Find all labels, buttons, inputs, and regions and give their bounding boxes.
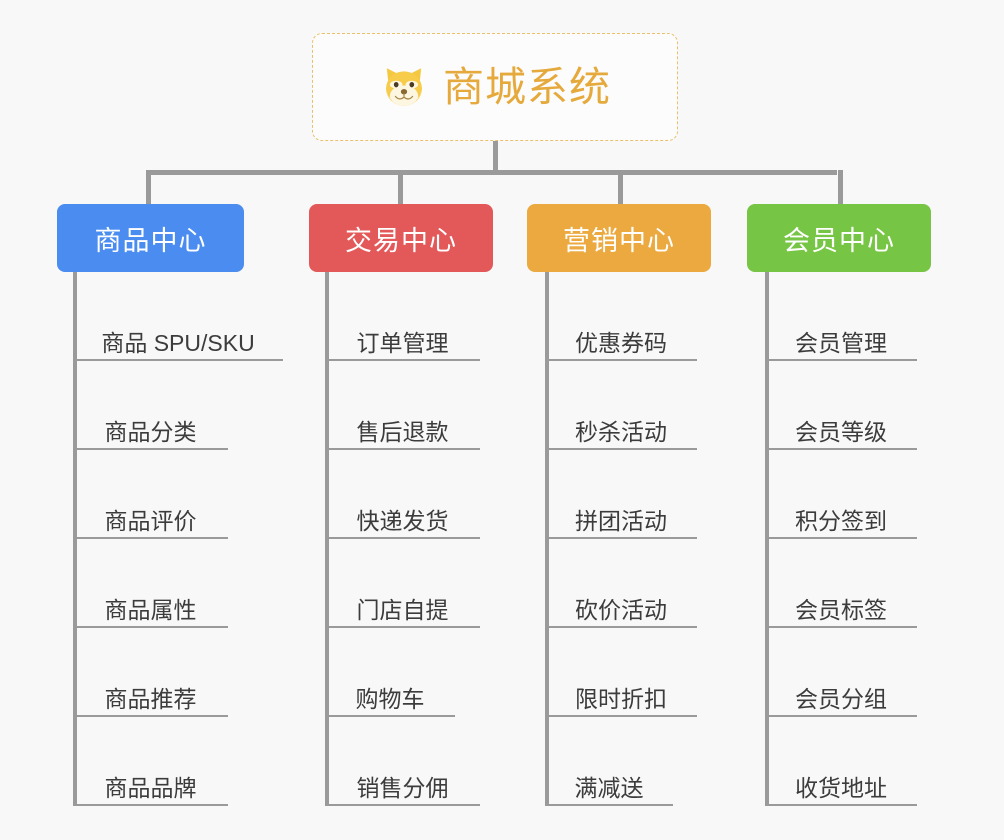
column-trunk-line (73, 272, 77, 806)
leaf-item[interactable]: 订单管理 (325, 272, 480, 361)
root-title: 商城系统 (443, 63, 611, 110)
leaf-item[interactable]: 会员等级 (765, 361, 917, 450)
column-trunk-line (765, 272, 769, 806)
branch-drop-line (398, 170, 403, 204)
leaf-item[interactable]: 秒杀活动 (545, 361, 697, 450)
category-label: 交易中心 (345, 225, 457, 256)
leaf-item[interactable]: 满减送 (545, 717, 673, 806)
branch-drop-line (838, 170, 843, 204)
category-box[interactable]: 会员中心 (747, 204, 931, 272)
leaf-item[interactable]: 商品品牌 (73, 717, 228, 806)
leaf-item[interactable]: 商品推荐 (73, 628, 228, 717)
leaf-item-label: 秒杀活动 (575, 418, 667, 445)
root-node[interactable]: 商城系统 (312, 33, 678, 141)
leaf-item[interactable]: 会员分组 (765, 628, 917, 717)
leaf-item[interactable]: 限时折扣 (545, 628, 697, 717)
leaf-item[interactable]: 会员管理 (765, 272, 917, 361)
leaf-item[interactable]: 商品评价 (73, 450, 228, 539)
leaf-item-label: 购物车 (355, 685, 425, 712)
leaf-item[interactable]: 收货地址 (765, 717, 917, 806)
leaf-item-label: 积分签到 (795, 507, 887, 534)
column-trunk-line (545, 272, 549, 806)
leaf-item[interactable]: 商品属性 (73, 539, 228, 628)
leaf-item-label: 门店自提 (356, 596, 449, 623)
leaf-item-label: 商品评价 (104, 507, 197, 534)
shiba-dog-face-icon (386, 68, 422, 106)
category-label: 会员中心 (783, 225, 895, 256)
leaf-item[interactable]: 积分签到 (765, 450, 917, 539)
leaf-item-label: 会员标签 (795, 596, 887, 623)
category-box[interactable]: 交易中心 (309, 204, 493, 272)
leaf-item[interactable]: 商品分类 (73, 361, 228, 450)
leaf-item-label: 砍价活动 (575, 596, 667, 623)
leaf-item-label: 会员管理 (795, 329, 887, 356)
leaf-item[interactable]: 快递发货 (325, 450, 480, 539)
leaf-item-label: 商品 SPU/SKU (101, 329, 255, 356)
branch-bus-line (149, 170, 837, 175)
leaf-item[interactable]: 购物车 (325, 628, 455, 717)
category-label: 营销中心 (563, 225, 675, 256)
leaf-item-label: 商品分类 (104, 418, 197, 445)
root-stem-line (493, 141, 498, 172)
leaf-item-label: 售后退款 (356, 418, 449, 445)
column-trunk-line (325, 272, 329, 806)
leaf-item-label: 会员等级 (795, 418, 887, 445)
category-label: 商品中心 (94, 225, 207, 256)
leaf-item[interactable]: 商品 SPU/SKU (73, 272, 283, 361)
leaf-item-label: 满减送 (574, 774, 644, 801)
leaf-item-label: 商品推荐 (104, 685, 197, 712)
branch-drop-line (146, 170, 151, 204)
leaf-item-label: 优惠券码 (575, 329, 667, 356)
leaf-item-label: 会员分组 (795, 685, 887, 712)
leaf-item-label: 商品品牌 (104, 774, 197, 801)
leaf-item-label: 拼团活动 (575, 507, 667, 534)
leaf-column: 订单管理售后退款快递发货门店自提购物车销售分佣 (325, 272, 585, 806)
leaf-item[interactable]: 砍价活动 (545, 539, 697, 628)
leaf-item[interactable]: 售后退款 (325, 361, 480, 450)
leaf-item-label: 销售分佣 (356, 774, 449, 801)
leaf-item[interactable]: 门店自提 (325, 539, 480, 628)
branch-drop-line (618, 170, 623, 204)
leaf-column: 优惠券码秒杀活动拼团活动砍价活动限时折扣满减送 (545, 272, 805, 806)
leaf-item-label: 收货地址 (795, 774, 887, 801)
category-box[interactable]: 营销中心 (527, 204, 711, 272)
category-box[interactable]: 商品中心 (57, 204, 244, 272)
leaf-column: 会员管理会员等级积分签到会员标签会员分组收货地址 (765, 272, 1004, 806)
leaf-column: 商品 SPU/SKU 商品分类商品评价商品属性商品推荐商品品牌 (73, 272, 333, 806)
leaf-item-label: 限时折扣 (575, 685, 667, 712)
leaf-item-label: 商品属性 (104, 596, 197, 623)
leaf-item[interactable]: 优惠券码 (545, 272, 697, 361)
leaf-item-label: 订单管理 (356, 329, 449, 356)
leaf-item-label: 快递发货 (356, 507, 449, 534)
leaf-item[interactable]: 拼团活动 (545, 450, 697, 539)
leaf-item[interactable]: 会员标签 (765, 539, 917, 628)
leaf-item[interactable]: 销售分佣 (325, 717, 480, 806)
